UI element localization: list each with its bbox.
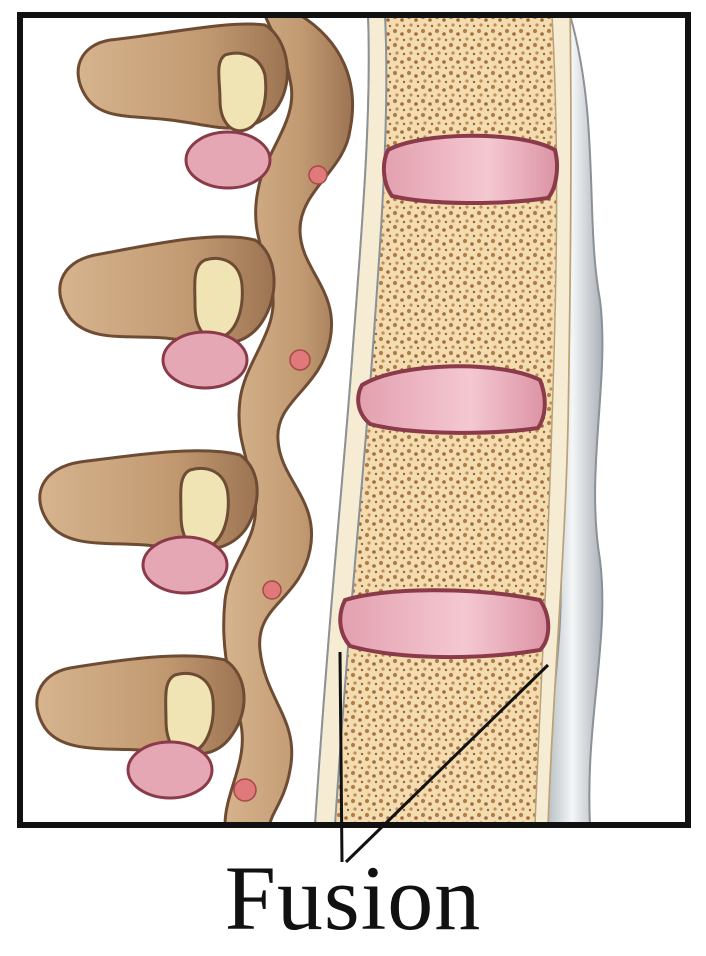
disc-2 <box>356 364 547 435</box>
disc-3 <box>338 588 551 660</box>
spinous-process-1 <box>76 22 289 190</box>
spinous-process-2 <box>58 235 276 390</box>
spinous-process-4 <box>35 654 246 800</box>
facet-spots <box>233 165 328 802</box>
figure-frame <box>17 12 691 828</box>
spinous-process-3 <box>38 449 259 595</box>
disc-1 <box>381 133 559 206</box>
caption-fusion: Fusion <box>224 847 482 949</box>
leader-lines <box>338 651 550 864</box>
